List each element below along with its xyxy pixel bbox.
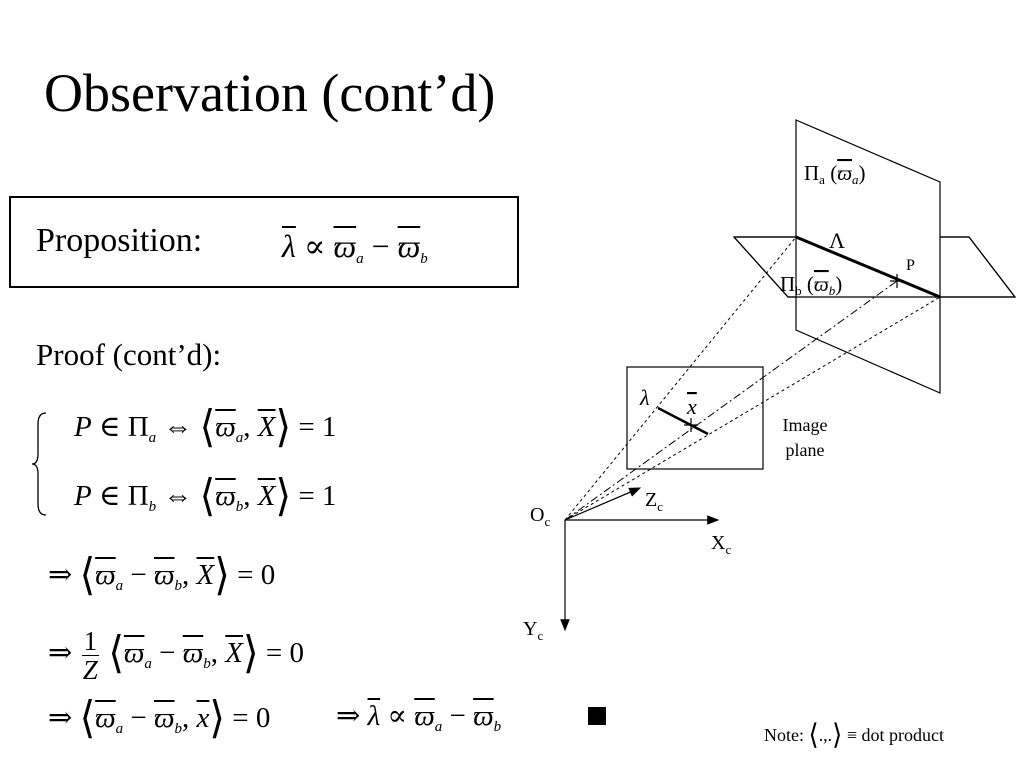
image-plane-label-line2: plane [786,440,825,460]
equation-scaled-difference: ⇒ 1 Z ⟨ϖa − ϖb, X⟩ = 0 [48,626,304,685]
equation-p-in-pi-a: P ∈ Πa ⇔ ⟨ϖa, X⟩ = 1 [74,401,337,452]
origin-label: Oc [530,504,550,529]
proof-label: Proof (cont’d): [36,337,222,372]
proposition-label: Proposition: [36,222,203,259]
left-brace [31,412,47,516]
fraction-one-over-z: 1 Z [81,626,100,685]
page-title: Observation (cont’d) [44,63,496,123]
z-axis-label: Zc [645,489,663,514]
point-x-marker [684,418,698,432]
point-p-marker [890,274,904,288]
note: Note: ⟨.,.⟩ ≡ dot product [764,718,944,751]
plane-pi-a [795,119,941,394]
equation-difference-dot-x: ⇒ ⟨ϖa − ϖb, x⟩ = 0 [48,692,271,743]
ray-to-lambda-end [564,296,941,521]
equation-conclusion: ⇒ λ ∝ ϖa − ϖb [336,700,502,735]
image-line-label: λ [639,385,650,410]
image-point-label: x [686,394,697,419]
qed-square [588,707,606,725]
proposition-equation: λ ∝ ϖa − ϖb [282,228,428,267]
equation-p-in-pi-b: P ∈ Πb ⇔ ⟨ϖb, X⟩ = 1 [74,470,337,521]
z-axis [564,487,642,521]
y-axis-label: Yc [523,618,543,643]
image-plane [626,366,764,470]
point-p-label: P [906,257,915,274]
plane-b-label: Πb (ϖb) [780,272,842,298]
ray-to-lambda-start [564,236,797,521]
x-axis-label: Xc [711,532,731,557]
intersection-line-lambda [795,235,941,299]
equation-difference-dot-X: ⇒ ⟨ϖa − ϖb, X⟩ = 0 [48,549,276,600]
plane-a-label: Πa (ϖa) [804,161,866,187]
ray-to-point-p [564,280,898,521]
image-line-lambda [657,406,709,436]
image-plane-label-line1: Image [783,415,828,435]
lambda-line-label: Λ [829,228,845,253]
proposition-box [9,196,519,288]
